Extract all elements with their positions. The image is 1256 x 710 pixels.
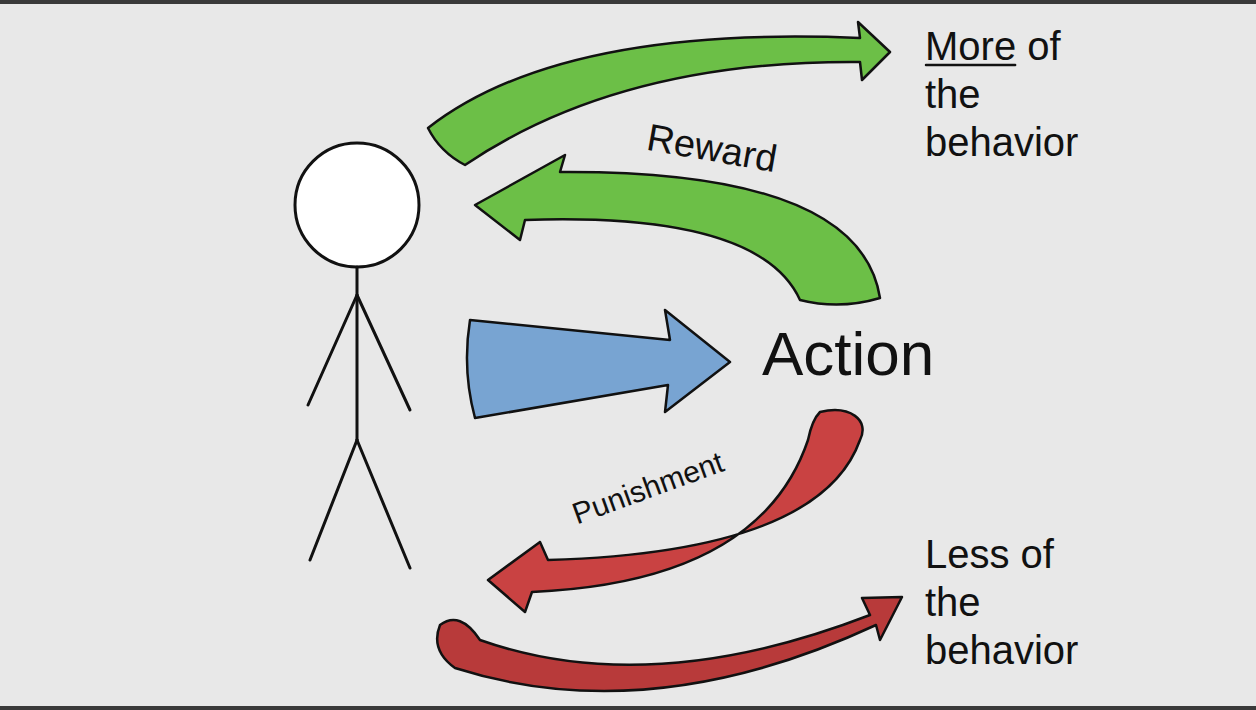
- bottom-border: [0, 706, 1256, 710]
- figure-arm: [308, 295, 357, 405]
- outcome-label: More of the behavior: [925, 22, 1090, 166]
- punishment-arrow: [488, 410, 863, 612]
- reward-arrow: [475, 155, 880, 305]
- top-border: [0, 0, 1256, 4]
- less-arrow: [437, 597, 902, 691]
- arrow-label: Punishment: [567, 444, 728, 532]
- figure-body: [356, 267, 359, 440]
- outcome-label: Less of the behavior: [925, 530, 1090, 674]
- stick-figure: [295, 143, 419, 568]
- figure-leg: [310, 440, 357, 560]
- figure-leg: [357, 440, 410, 568]
- figure-head: [295, 143, 419, 267]
- arrow-label: Reward: [644, 114, 781, 182]
- action-label: Action: [762, 318, 934, 390]
- action-arrow: [467, 310, 730, 418]
- figure-arm: [357, 295, 410, 410]
